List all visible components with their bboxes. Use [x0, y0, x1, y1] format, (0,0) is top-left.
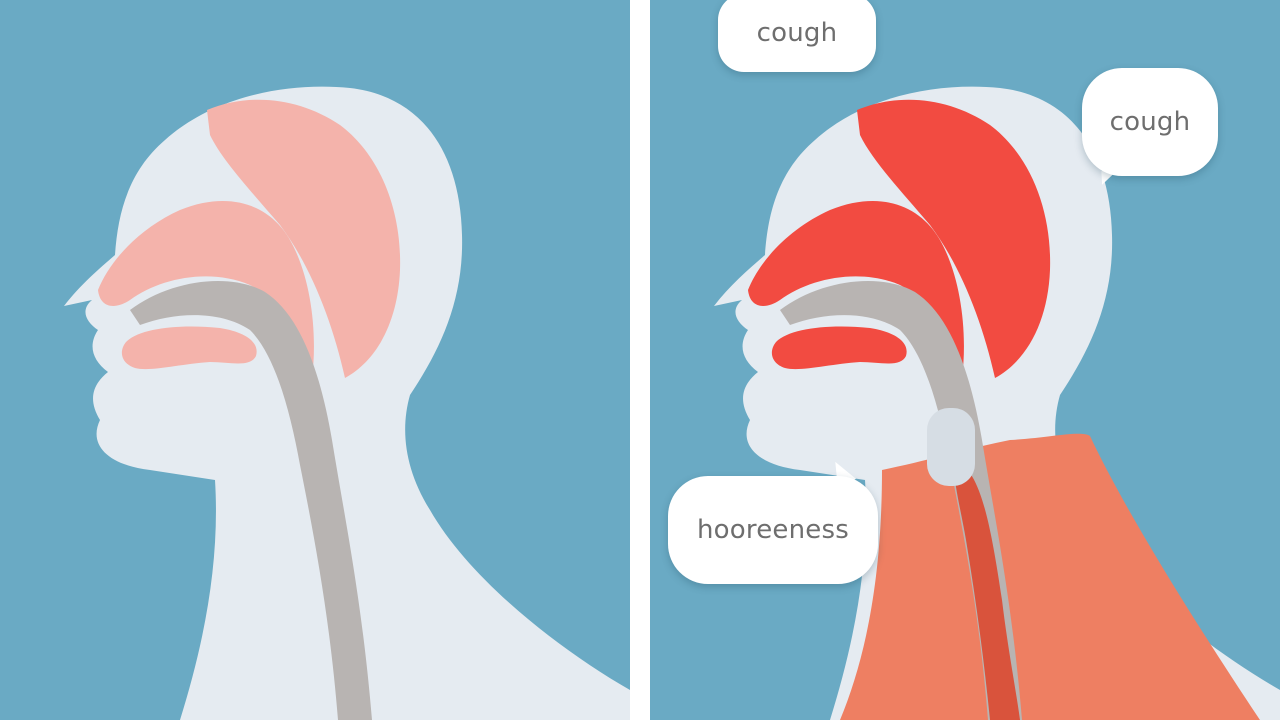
panel-divider	[630, 0, 650, 720]
larynx	[927, 408, 975, 486]
cough-label: cough	[1109, 107, 1191, 137]
hoarseness-bubble: hooreeness	[668, 476, 878, 584]
brain-region	[207, 99, 401, 378]
healthy-head-panel	[0, 0, 630, 720]
hoarseness-label: hooreeness	[697, 515, 849, 545]
throat-airway	[130, 280, 372, 720]
healthy-head-illustration	[0, 0, 630, 720]
inflamed-airway	[954, 460, 1020, 720]
throat-airway	[780, 280, 1022, 720]
mouth-region	[771, 326, 907, 370]
cough-label: cough	[756, 18, 838, 48]
cough-bubble-top: cough	[718, 0, 876, 72]
nasal-cavity	[98, 201, 314, 378]
nasal-cavity	[748, 201, 964, 378]
brain-region	[857, 99, 1051, 378]
cough-bubble-right: cough	[1082, 68, 1218, 176]
inflamed-neck	[840, 433, 1260, 720]
mouth-region	[121, 326, 257, 370]
